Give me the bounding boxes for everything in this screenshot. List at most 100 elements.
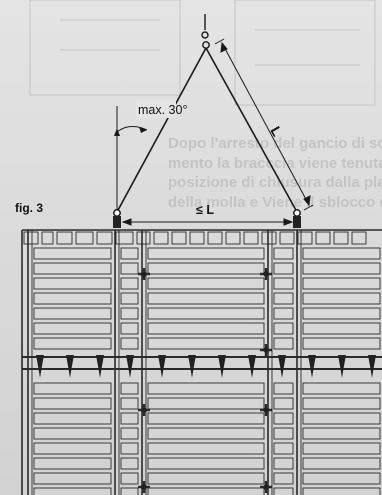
panel-slat	[147, 472, 265, 485]
panel-slat	[33, 292, 112, 305]
panel-slat	[273, 397, 294, 410]
panel-cell	[41, 231, 54, 245]
panel-slat	[120, 397, 139, 410]
panel-slat	[120, 487, 139, 495]
sling-length-dimension	[214, 38, 314, 211]
panel-slat	[273, 427, 294, 440]
right-lifting-eye-icon	[293, 209, 301, 217]
figure-label: fig. 3	[15, 201, 43, 215]
panel-slat	[33, 307, 112, 320]
panel-cell	[115, 231, 134, 245]
panel-cell	[351, 231, 367, 245]
panel-slat	[147, 307, 265, 320]
panel-cell	[333, 231, 349, 245]
panel-slat	[147, 457, 265, 470]
panel-slat	[33, 382, 112, 395]
panel-cell	[261, 231, 277, 245]
panel-cell	[279, 231, 295, 245]
panel-cell	[153, 231, 169, 245]
panel-slat	[273, 487, 294, 495]
panel-slat	[120, 427, 139, 440]
panel-slat	[120, 382, 139, 395]
panel-slat	[302, 472, 381, 485]
panel-slat	[33, 412, 112, 425]
background-sketch	[29, 0, 376, 106]
left-clamp-icon	[113, 216, 121, 228]
connector-hub	[263, 407, 269, 413]
panel-slat	[120, 262, 139, 275]
panel-slat	[120, 472, 139, 485]
panel-slat	[273, 442, 294, 455]
panel-cell	[225, 231, 241, 245]
panel-slat	[33, 247, 112, 260]
bleed-line: della molla e Viene il sblocco di	[168, 193, 382, 211]
panel-slat	[302, 487, 381, 495]
panel-slat	[273, 292, 294, 305]
connector-hub	[263, 347, 269, 353]
panel-slat	[147, 427, 265, 440]
tie-clamp-icon	[66, 355, 74, 378]
bleed-line: Dopo l'arresto del gancio di solleva-	[168, 135, 382, 152]
panel-slat	[120, 247, 139, 260]
tie-clamp-icon	[248, 355, 256, 378]
panel-cell	[315, 231, 331, 245]
panel-slat	[273, 262, 294, 275]
panel-cell	[23, 231, 39, 245]
connector-hub	[263, 271, 269, 277]
left-lifting-eye-icon	[113, 209, 121, 217]
panel-slat	[120, 277, 139, 290]
panel-slat	[273, 307, 294, 320]
panel-slat	[33, 262, 112, 275]
panel-slat	[302, 307, 381, 320]
tie-clamp-icon	[96, 355, 104, 378]
right-clamp-icon	[293, 216, 301, 228]
panel-slat	[120, 307, 139, 320]
panel-cell	[96, 231, 113, 245]
panel-slat	[273, 472, 294, 485]
panel-slat	[273, 412, 294, 425]
panel-slat	[147, 247, 265, 260]
bleed-line: posizione di chiusura dalla plasticità	[168, 174, 382, 191]
panel-slat	[33, 322, 112, 335]
panel-cell	[75, 231, 94, 245]
tie-clamp-icon	[188, 355, 196, 378]
panel-slat	[302, 322, 381, 335]
panel-slat	[33, 472, 112, 485]
angle-indicator	[114, 106, 148, 212]
formwork-panel-grid	[21, 229, 382, 495]
panel-cell	[207, 231, 223, 245]
panel-slat	[120, 337, 139, 350]
connector-hub	[141, 407, 147, 413]
panel-slat	[302, 397, 381, 410]
panel-slat	[147, 262, 265, 275]
panel-slat	[273, 382, 294, 395]
panel-slat	[33, 457, 112, 470]
bleed-through-text: Dopo l'arresto del gancio di solleva- me…	[168, 134, 382, 212]
connector-hub	[141, 484, 147, 490]
panel-slat	[120, 442, 139, 455]
tie-clamp-icon	[338, 355, 346, 378]
panel-slat	[120, 457, 139, 470]
panel-slat	[33, 487, 112, 495]
panel-cell	[171, 231, 187, 245]
panel-cell	[297, 231, 313, 245]
spacing-label: ≤ L	[196, 203, 214, 217]
angle-label-box: max. 30°	[136, 100, 187, 118]
tie-clamp-icon	[126, 355, 134, 378]
panel-slat	[302, 382, 381, 395]
panel-slat	[33, 442, 112, 455]
panel-slat	[147, 412, 265, 425]
panel-slat	[33, 277, 112, 290]
panel-slat	[147, 442, 265, 455]
sling-length-label: L	[267, 124, 285, 140]
tie-clamp-icon	[36, 355, 44, 378]
panel-slat	[302, 247, 381, 260]
panel-slat	[302, 412, 381, 425]
panel-cell	[189, 231, 205, 245]
panel-slat	[273, 337, 294, 350]
panel-slat	[273, 322, 294, 335]
clamp-blocks	[113, 216, 301, 228]
angle-label: max. 30°	[138, 103, 187, 117]
panel-slat	[302, 337, 381, 350]
